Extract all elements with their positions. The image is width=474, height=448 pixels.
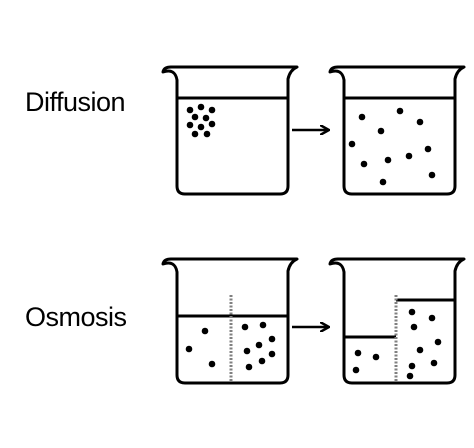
- solute-particles-left: [352, 349, 380, 374]
- solute-particles-left: [185, 327, 216, 368]
- beaker-outline: [161, 257, 299, 385]
- diffusion-beaker-after: [328, 65, 466, 196]
- beaker-outline: [328, 65, 466, 196]
- solute-particles-right: [241, 321, 276, 371]
- beaker-outline: [328, 257, 466, 385]
- solute-particles-right: [406, 308, 442, 380]
- diffusion-label: Diffusion: [25, 87, 126, 117]
- osmosis-label: Osmosis: [25, 302, 127, 332]
- diffusion-beaker-before: [161, 65, 299, 196]
- solute-particles-dispersed: [348, 107, 436, 186]
- solute-particles-clustered: [186, 103, 216, 138]
- beaker-outline: [161, 65, 299, 196]
- osmosis-beaker-after: [328, 257, 466, 385]
- osmosis-beaker-before: [161, 257, 299, 385]
